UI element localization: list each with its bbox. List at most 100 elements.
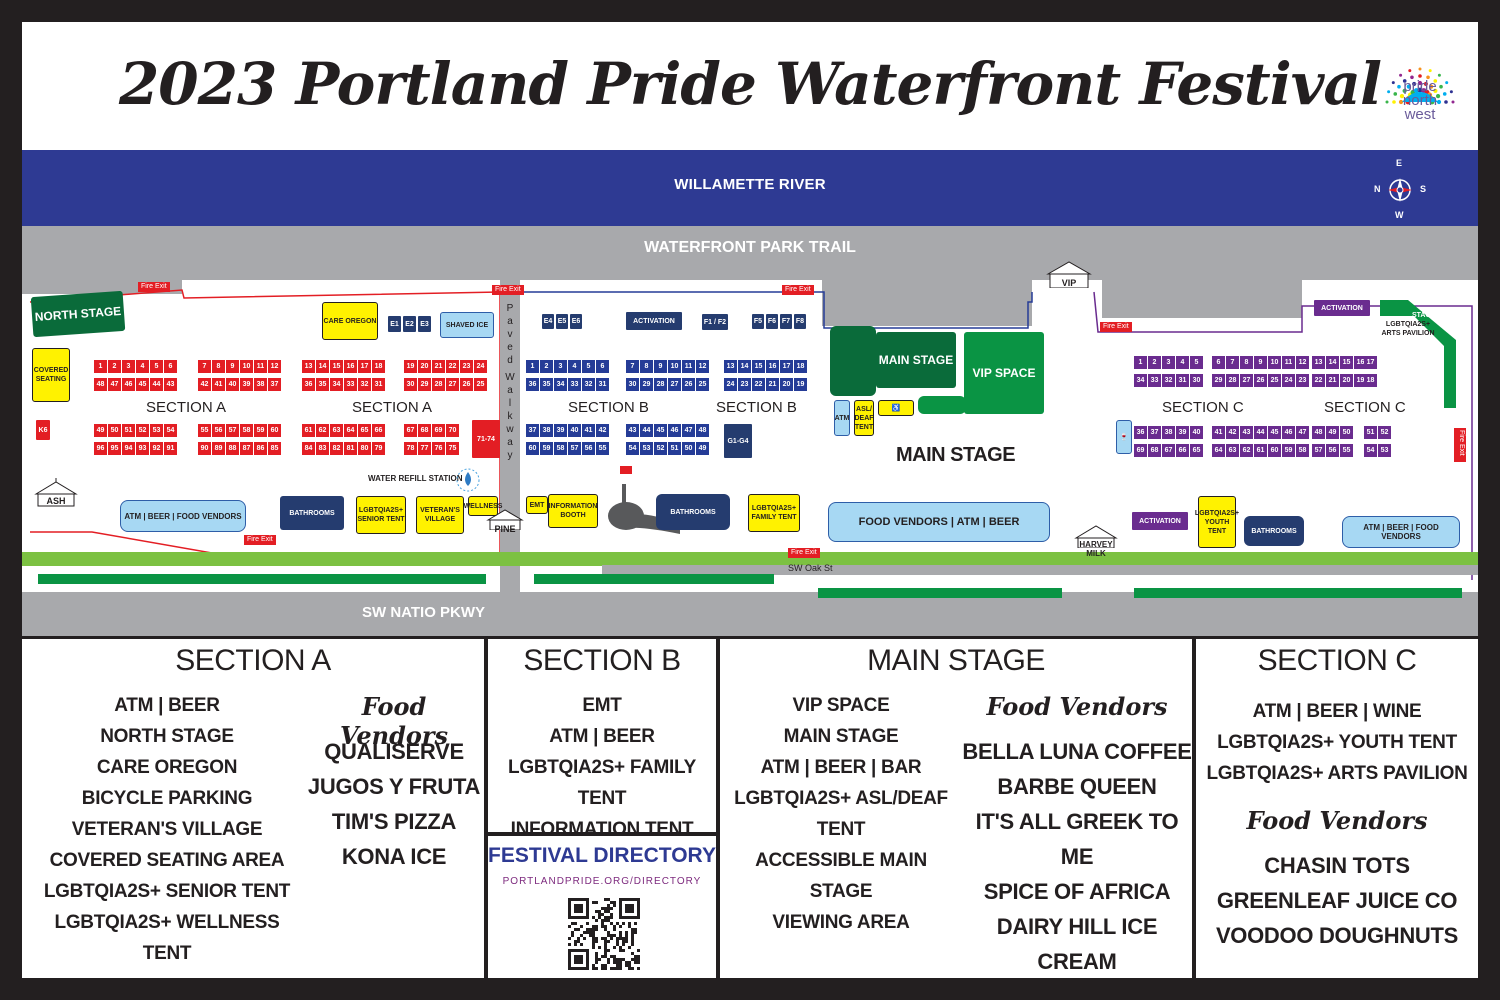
booth-b-46[interactable]: 46 (668, 424, 681, 437)
booth-c-27[interactable]: 27 (1240, 374, 1253, 387)
booth-b-45[interactable]: 45 (654, 424, 667, 437)
booth-a-28[interactable]: 28 (432, 378, 445, 391)
booth-a-48[interactable]: 48 (94, 378, 107, 391)
booth-b-35[interactable]: 35 (540, 378, 553, 391)
booth-b-34[interactable]: 34 (554, 378, 567, 391)
booth-b-21[interactable]: 21 (766, 378, 779, 391)
booth-a-76[interactable]: 76 (432, 442, 445, 455)
booth-a-3[interactable]: 3 (122, 360, 135, 373)
booth-b-10[interactable]: 10 (668, 360, 681, 373)
booth-a-7[interactable]: 7 (198, 360, 211, 373)
booth-a-68[interactable]: 68 (418, 424, 431, 437)
booth-a-8[interactable]: 8 (212, 360, 225, 373)
booth-a-82[interactable]: 82 (330, 442, 343, 455)
booth-c-68[interactable]: 68 (1148, 444, 1161, 457)
booth-b-23[interactable]: 23 (738, 378, 751, 391)
booth-a-51[interactable]: 51 (122, 424, 135, 437)
booth-a-16[interactable]: 16 (344, 360, 357, 373)
booth-a-80[interactable]: 80 (358, 442, 371, 455)
booth-a-15[interactable]: 15 (330, 360, 343, 373)
booth-a-53[interactable]: 53 (150, 424, 163, 437)
booth-c-26[interactable]: 26 (1254, 374, 1267, 387)
booth-a-47[interactable]: 47 (108, 378, 121, 391)
booth-a-14[interactable]: 14 (316, 360, 329, 373)
booth-a-45[interactable]: 45 (136, 378, 149, 391)
booth-a-32[interactable]: 32 (358, 378, 371, 391)
booth-a-86[interactable]: 86 (254, 442, 267, 455)
booth-c-9[interactable]: 9 (1254, 356, 1267, 369)
booth-c-47[interactable]: 47 (1296, 426, 1309, 439)
booth-a-66[interactable]: 66 (372, 424, 385, 437)
booth-c-17[interactable]: 17 (1364, 356, 1377, 369)
booth-b-3[interactable]: 3 (554, 360, 567, 373)
booth-c-7[interactable]: 7 (1226, 356, 1239, 369)
booth-a-42[interactable]: 42 (198, 378, 211, 391)
booth-b-60[interactable]: 60 (526, 442, 539, 455)
booth-a-87[interactable]: 87 (240, 442, 253, 455)
booth-a-30[interactable]: 30 (404, 378, 417, 391)
booth-b-59[interactable]: 59 (540, 442, 553, 455)
booth-c-39[interactable]: 39 (1176, 426, 1189, 439)
booth-c-58[interactable]: 58 (1296, 444, 1309, 457)
booth-c-25[interactable]: 25 (1268, 374, 1281, 387)
booth-a-26[interactable]: 26 (460, 378, 473, 391)
booth-a-61[interactable]: 61 (302, 424, 315, 437)
booth-c-54[interactable]: 54 (1364, 444, 1377, 457)
booth-c-21[interactable]: 21 (1326, 374, 1339, 387)
booth-b-55[interactable]: 55 (596, 442, 609, 455)
booth-a-22[interactable]: 22 (446, 360, 459, 373)
booth-a-60[interactable]: 60 (268, 424, 281, 437)
booth-b-5[interactable]: 5 (582, 360, 595, 373)
booth-b-47[interactable]: 47 (682, 424, 695, 437)
booth-a-55[interactable]: 55 (198, 424, 211, 437)
booth-b-38[interactable]: 38 (540, 424, 553, 437)
booth-a-19[interactable]: 19 (404, 360, 417, 373)
booth-a-58[interactable]: 58 (240, 424, 253, 437)
booth-a-6[interactable]: 6 (164, 360, 177, 373)
booth-a-94[interactable]: 94 (122, 442, 135, 455)
booth-c-29[interactable]: 29 (1212, 374, 1225, 387)
booth-c-69[interactable]: 69 (1134, 444, 1147, 457)
booth-c-2[interactable]: 2 (1148, 356, 1161, 369)
booth-a-12[interactable]: 12 (268, 360, 281, 373)
booth-a-40[interactable]: 40 (226, 378, 239, 391)
booth-b-11[interactable]: 11 (682, 360, 695, 373)
booth-b-20[interactable]: 20 (780, 378, 793, 391)
booth-c-48[interactable]: 48 (1312, 426, 1325, 439)
booth-c-11[interactable]: 11 (1282, 356, 1295, 369)
booth-c-42[interactable]: 42 (1226, 426, 1239, 439)
booth-b-12[interactable]: 12 (696, 360, 709, 373)
booth-a-27[interactable]: 27 (446, 378, 459, 391)
booth-c-19[interactable]: 19 (1354, 374, 1367, 387)
booth-b-13[interactable]: 13 (724, 360, 737, 373)
booth-a-31[interactable]: 31 (372, 378, 385, 391)
booth-b-33[interactable]: 33 (568, 378, 581, 391)
booth-a-44[interactable]: 44 (150, 378, 163, 391)
booth-a-69[interactable]: 69 (432, 424, 445, 437)
qr-code-icon[interactable] (568, 898, 640, 970)
booth-c-49[interactable]: 49 (1326, 426, 1339, 439)
booth-a-91[interactable]: 91 (164, 442, 177, 455)
booth-a-33[interactable]: 33 (344, 378, 357, 391)
booth-c-55[interactable]: 55 (1340, 444, 1353, 457)
booth-b-42[interactable]: 42 (596, 424, 609, 437)
booth-a-17[interactable]: 17 (358, 360, 371, 373)
booth-a-5[interactable]: 5 (150, 360, 163, 373)
booth-b-17[interactable]: 17 (780, 360, 793, 373)
booth-b-25[interactable]: 25 (696, 378, 709, 391)
booth-a-36[interactable]: 36 (302, 378, 315, 391)
booth-b-54[interactable]: 54 (626, 442, 639, 455)
booth-c-41[interactable]: 41 (1212, 426, 1225, 439)
booth-b-52[interactable]: 52 (654, 442, 667, 455)
booth-c-16[interactable]: 16 (1354, 356, 1367, 369)
booth-a-34[interactable]: 34 (330, 378, 343, 391)
booth-a-84[interactable]: 84 (302, 442, 315, 455)
booth-c-46[interactable]: 46 (1282, 426, 1295, 439)
booth-c-1[interactable]: 1 (1134, 356, 1147, 369)
booth-c-34[interactable]: 34 (1134, 374, 1147, 387)
booth-c-53[interactable]: 53 (1378, 444, 1391, 457)
booth-b-8[interactable]: 8 (640, 360, 653, 373)
booth-a-88[interactable]: 88 (226, 442, 239, 455)
booth-a-49[interactable]: 49 (94, 424, 107, 437)
booth-a-18[interactable]: 18 (372, 360, 385, 373)
